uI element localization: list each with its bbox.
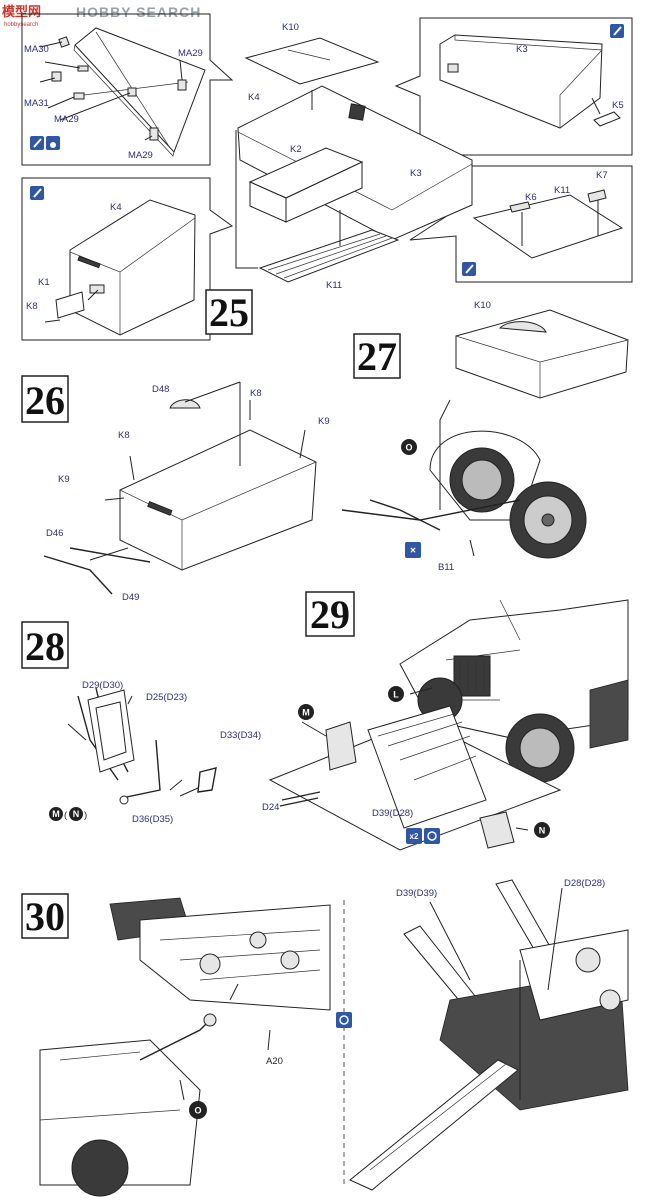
step-28-number: 28 (21, 621, 69, 669)
part-label-k9-right: K9 (318, 416, 330, 427)
watermark-logo: 模型网 (2, 4, 41, 19)
svg-text:M: M (52, 809, 60, 819)
part-label-d36: D36(D35) (132, 814, 173, 825)
part-label-d48: D48 (152, 384, 169, 395)
symmetry-icon (424, 828, 440, 844)
watermark: 模型网 hobbysearch HOBBY SEARCH (2, 4, 201, 28)
watermark-sub: hobbysearch (4, 22, 38, 28)
part-label-d25: D25(D23) (146, 692, 187, 703)
part-label-d29: D29(D30) (82, 680, 123, 691)
part-label-a20: A20 (266, 1056, 283, 1067)
part-label-b11: B11 (438, 562, 454, 573)
cement-icon: ✕ (405, 542, 421, 558)
panel-ma-parts: MA30 MA29 MA31 MA29 MA29 (21, 13, 234, 166)
step-26-number: 26 (21, 375, 69, 423)
step-26-assembly: D48 K8 K8 K9 K9 D46 D49 (43, 381, 330, 603)
part-label-k10: K10 (282, 22, 299, 33)
step-25-number: 25 (205, 289, 253, 335)
step-number-30: 30 (25, 894, 65, 939)
step-number-27: 27 (357, 334, 397, 379)
step-number-26: 26 (25, 378, 65, 423)
part-label-d28-d28: D28(D28) (564, 878, 605, 889)
marker-o-step30: O (189, 1101, 207, 1119)
svg-text:x2: x2 (410, 832, 419, 841)
glue-icon (462, 262, 476, 276)
part-label-k9-left: K9 (58, 474, 70, 485)
svg-text:O: O (194, 1106, 201, 1116)
panel-k4-k1-k8: K4 K1 K8 (21, 177, 234, 341)
watermark-brand: HOBBY SEARCH (76, 4, 201, 20)
part-label-k3-box: K3 (516, 44, 528, 55)
panel-k6-k11-k7: K6 K11 K7 (409, 165, 633, 283)
part-label-ma29-mid: MA29 (54, 114, 79, 125)
part-label-d33: D33(D34) (220, 730, 261, 741)
part-label-d24: D24 (262, 802, 279, 813)
step-25-assembly: K10 K4 K2 K3 K11 (235, 22, 473, 291)
part-label-k11-box: K11 (554, 185, 570, 196)
marker-m-n: M ( N ) (49, 807, 87, 821)
svg-text:): ) (84, 810, 87, 821)
part-label-d46: D46 (46, 528, 63, 539)
part-label-d49: D49 (122, 592, 139, 603)
marker-o: O (401, 439, 417, 455)
times-two-icon: x2 (406, 828, 422, 844)
part-label-k6: K6 (525, 192, 537, 203)
svg-text:✕: ✕ (410, 546, 417, 555)
part-label-k4-box: K4 (110, 202, 122, 213)
part-label-k3: K3 (410, 168, 422, 179)
part-label-k1: K1 (38, 277, 50, 288)
part-label-d39-d39: D39(D39) (396, 888, 437, 899)
svg-text:M: M (302, 708, 310, 718)
svg-text:L: L (393, 690, 399, 700)
marker-l: L (388, 686, 404, 702)
part-label-k10-step27: K10 (474, 300, 491, 311)
panel-k3-k5: K3 K5 (394, 17, 633, 156)
part-label-ma30: MA30 (24, 44, 49, 55)
symmetry-icon-step30 (336, 1012, 352, 1028)
step-27-number: 27 (353, 333, 401, 379)
step-29-number: 29 (305, 591, 355, 637)
marker-m: M (298, 704, 314, 720)
part-label-k8-left: K8 (118, 430, 130, 441)
svg-text:N: N (539, 826, 546, 836)
svg-text:O: O (405, 443, 412, 453)
glue-icon (610, 24, 624, 38)
part-label-k11: K11 (326, 280, 342, 291)
step-30-left-assembly: A20 O (39, 897, 331, 1197)
paint-icon (46, 136, 60, 150)
step-number-29: 29 (310, 592, 350, 637)
part-label-k7: K7 (596, 170, 608, 181)
part-label-k4: K4 (248, 92, 260, 103)
step-27-assembly: K10 O ✕ B11 (341, 300, 629, 573)
part-label-k8-top: K8 (250, 388, 262, 399)
part-label-k8-box: K8 (26, 301, 38, 312)
step-29-assembly: D24 D39(D28) L M N x2 (262, 599, 629, 851)
step-30-right-assembly: D39(D39) D28(D28) (349, 878, 629, 1191)
part-label-ma29-top: MA29 (178, 48, 203, 59)
svg-text:N: N (73, 809, 80, 819)
glue-icon (30, 136, 44, 150)
part-label-d39-d28: D39(D28) (372, 808, 413, 819)
part-label-k2: K2 (290, 144, 302, 155)
step-28-assembly: D29(D30) D25(D23) D33(D34) D36(D35) M ( … (49, 680, 261, 825)
part-label-ma29-bottom: MA29 (128, 150, 153, 161)
glue-icon (30, 186, 44, 200)
svg-text:(: ( (64, 810, 68, 821)
step-number-28: 28 (25, 624, 65, 669)
step-number-25: 25 (209, 290, 249, 335)
part-label-k5: K5 (612, 100, 624, 111)
step-30-number: 30 (21, 893, 69, 939)
part-label-ma31: MA31 (24, 98, 49, 109)
marker-n: N (534, 822, 550, 838)
